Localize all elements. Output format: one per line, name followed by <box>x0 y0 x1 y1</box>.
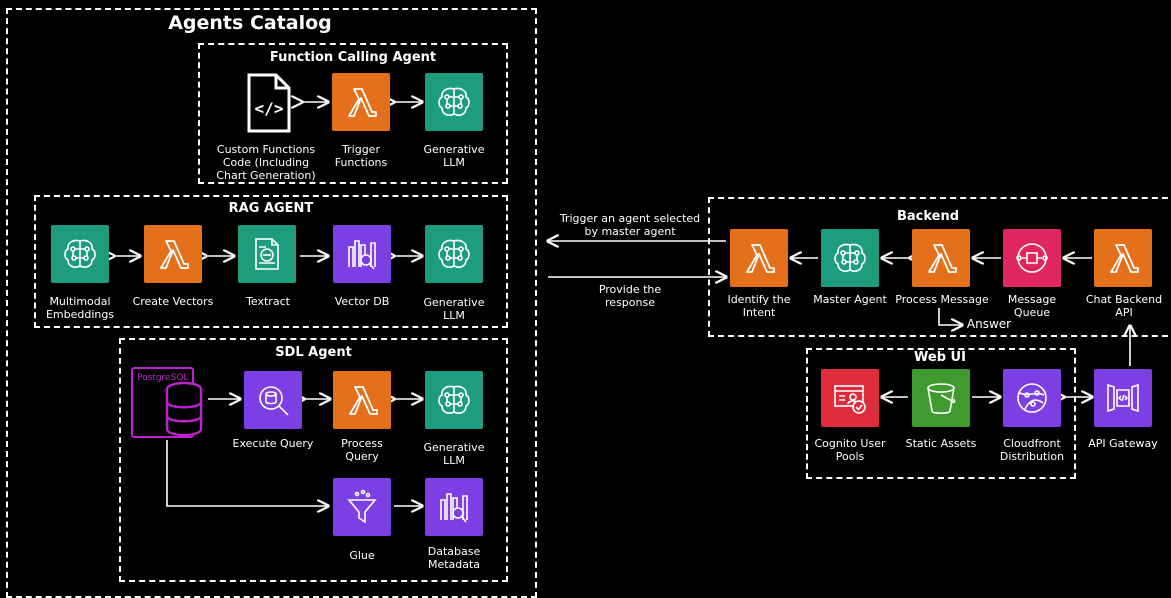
master-agent-icon <box>821 229 879 287</box>
rag-generative-llm-label: Generative LLM <box>423 296 485 322</box>
chat-backend-lambda-icon <box>1094 229 1152 287</box>
identify-intent-label: Identify the Intent <box>727 293 791 319</box>
provide-response-label: Provide the response <box>598 283 662 309</box>
arrow-answer <box>938 308 962 325</box>
sdl-generative-llm-icon <box>425 371 483 429</box>
rag-agent-box <box>34 195 508 328</box>
process-query-lambda-icon <box>333 371 391 429</box>
textract-icon <box>238 225 296 283</box>
create-vectors-label: Create Vectors <box>132 295 214 308</box>
cloudfront-icon <box>1003 369 1061 427</box>
function-calling-title: Function Calling Agent <box>269 50 437 65</box>
vector-db-label: Vector DB <box>334 295 390 308</box>
process-query-label: Process Query <box>341 437 383 463</box>
backend-title: Backend <box>896 209 960 224</box>
execute-query-label: Execute Query <box>232 437 314 450</box>
postgresql-label: PostgreSQL <box>137 373 189 383</box>
fn-generative-llm-icon <box>425 73 483 131</box>
arrow-sdl-pg-glue <box>166 440 328 506</box>
textract-label: Textract <box>246 295 290 308</box>
multimodal-embeddings-label: Multimodal Embeddings <box>45 295 115 321</box>
database-metadata-label: Database Metadata <box>427 545 481 571</box>
trigger-agent-label: Trigger an agent selected by master agen… <box>559 212 701 238</box>
trigger-functions-label: Trigger Functions <box>334 143 388 169</box>
identify-intent-lambda-icon <box>730 229 788 287</box>
answer-label: Answer <box>966 317 1012 331</box>
cloudfront-label: Cloudfront Distribution <box>999 437 1065 463</box>
sdl-agent-box <box>119 338 508 582</box>
code-file-icon: </> <box>246 72 292 139</box>
vector-db-icon <box>333 225 391 283</box>
create-vectors-lambda-icon <box>144 225 202 283</box>
custom-functions-label: Custom Functions Code (Including Chart G… <box>216 143 316 182</box>
database-icon <box>164 381 204 442</box>
cognito-user-pools-icon <box>821 369 879 427</box>
message-queue-icon <box>1003 229 1061 287</box>
trigger-functions-lambda-icon <box>332 73 390 131</box>
sdl-generative-llm-label: Generative LLM <box>423 441 485 467</box>
glue-label: Glue <box>349 549 375 562</box>
cognito-user-pools-label: Cognito User Pools <box>814 437 886 463</box>
static-assets-label: Static Assets <box>905 437 977 450</box>
svg-text:</>: </> <box>255 99 284 118</box>
database-metadata-icon <box>425 478 483 536</box>
multimodal-embeddings-icon <box>51 225 109 283</box>
api-gateway-icon <box>1094 369 1152 427</box>
master-agent-label: Master Agent <box>813 293 887 306</box>
rag-generative-llm-icon <box>425 225 483 283</box>
process-message-lambda-icon <box>912 229 970 287</box>
glue-icon <box>333 478 391 536</box>
execute-query-icon <box>244 371 302 429</box>
process-message-label: Process Message <box>895 293 989 306</box>
chat-backend-label: Chat Backend API <box>1085 293 1163 319</box>
web-ui-title: Web UI <box>914 350 966 365</box>
static-assets-icon <box>912 369 970 427</box>
rag-agent-title: RAG AGENT <box>228 201 314 216</box>
sdl-agent-title: SDL Agent <box>275 345 352 360</box>
function-calling-box <box>198 43 508 184</box>
web-ui-box <box>806 348 1076 479</box>
api-gateway-label: API Gateway <box>1088 437 1158 450</box>
fn-generative-llm-label: Generative LLM <box>423 143 485 169</box>
message-queue-label: Message Queue <box>1007 293 1057 319</box>
agents-catalog-title: Agents Catalog <box>168 12 332 34</box>
backend-box <box>708 197 1171 337</box>
